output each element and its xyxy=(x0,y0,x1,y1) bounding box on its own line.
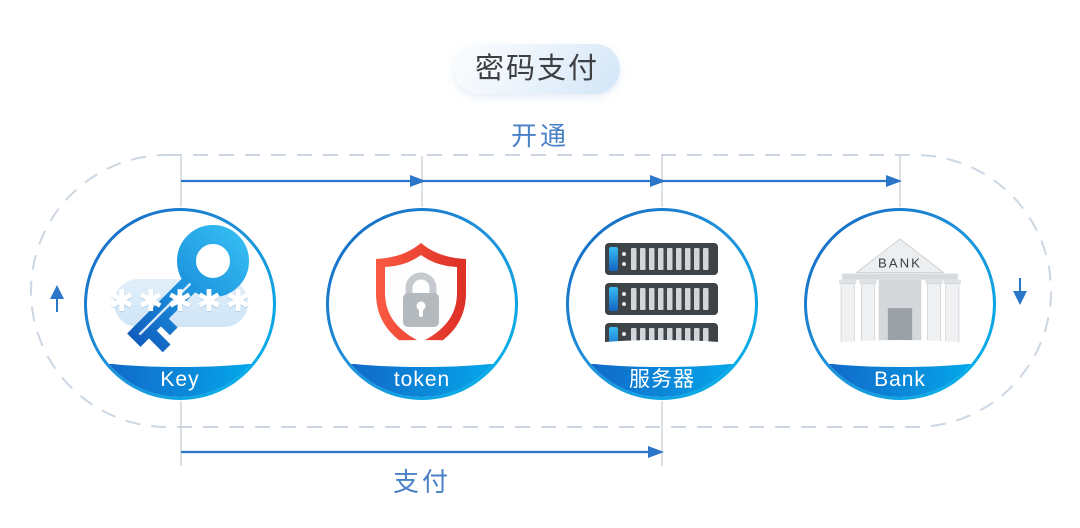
node-token: token xyxy=(326,208,518,400)
activate-arrow xyxy=(181,175,902,187)
shield-lock-icon xyxy=(376,243,466,353)
password-mask: ✱✱✱✱✱ xyxy=(109,285,255,318)
arrowhead xyxy=(886,175,902,187)
node-token-inner: token xyxy=(329,211,515,397)
pay-arrow xyxy=(181,446,664,458)
node-key-inner: ✱✱✱✱✱ Key xyxy=(87,211,273,397)
node-key: ✱✱✱✱✱ Key xyxy=(84,208,276,400)
arrowhead xyxy=(410,175,426,187)
node-bank: BANK Bank xyxy=(804,208,996,400)
node-server: 服务器 xyxy=(566,208,758,400)
node-label: Key xyxy=(160,368,200,391)
cycle-direction-arrows xyxy=(50,278,1027,312)
connector-ticks xyxy=(180,156,901,466)
node-label-band: 服务器 xyxy=(569,340,755,397)
node-server-inner: 服务器 xyxy=(569,211,755,397)
arrowhead xyxy=(648,446,664,458)
bank-sign-text: BANK xyxy=(878,255,922,270)
arrowhead xyxy=(650,175,666,187)
page-title: 密码支付 xyxy=(454,44,620,94)
node-label: Bank xyxy=(874,368,926,391)
cycle-down-arrow-head xyxy=(1013,291,1027,305)
server-unit xyxy=(605,243,718,275)
node-label-band: token xyxy=(329,340,515,397)
key-icon xyxy=(127,225,249,353)
activate-label: 开通 xyxy=(510,121,569,151)
cycle-dashed-border xyxy=(30,154,1052,428)
server-unit xyxy=(605,283,718,315)
pay-label: 支付 xyxy=(392,467,451,497)
node-label-band: Key xyxy=(87,340,273,397)
node-label: token xyxy=(393,368,451,391)
node-label-band: Bank xyxy=(807,340,993,397)
cycle-up-arrow-head xyxy=(50,285,64,299)
node-label: 服务器 xyxy=(629,368,695,391)
node-bank-inner: BANK Bank xyxy=(807,211,993,397)
